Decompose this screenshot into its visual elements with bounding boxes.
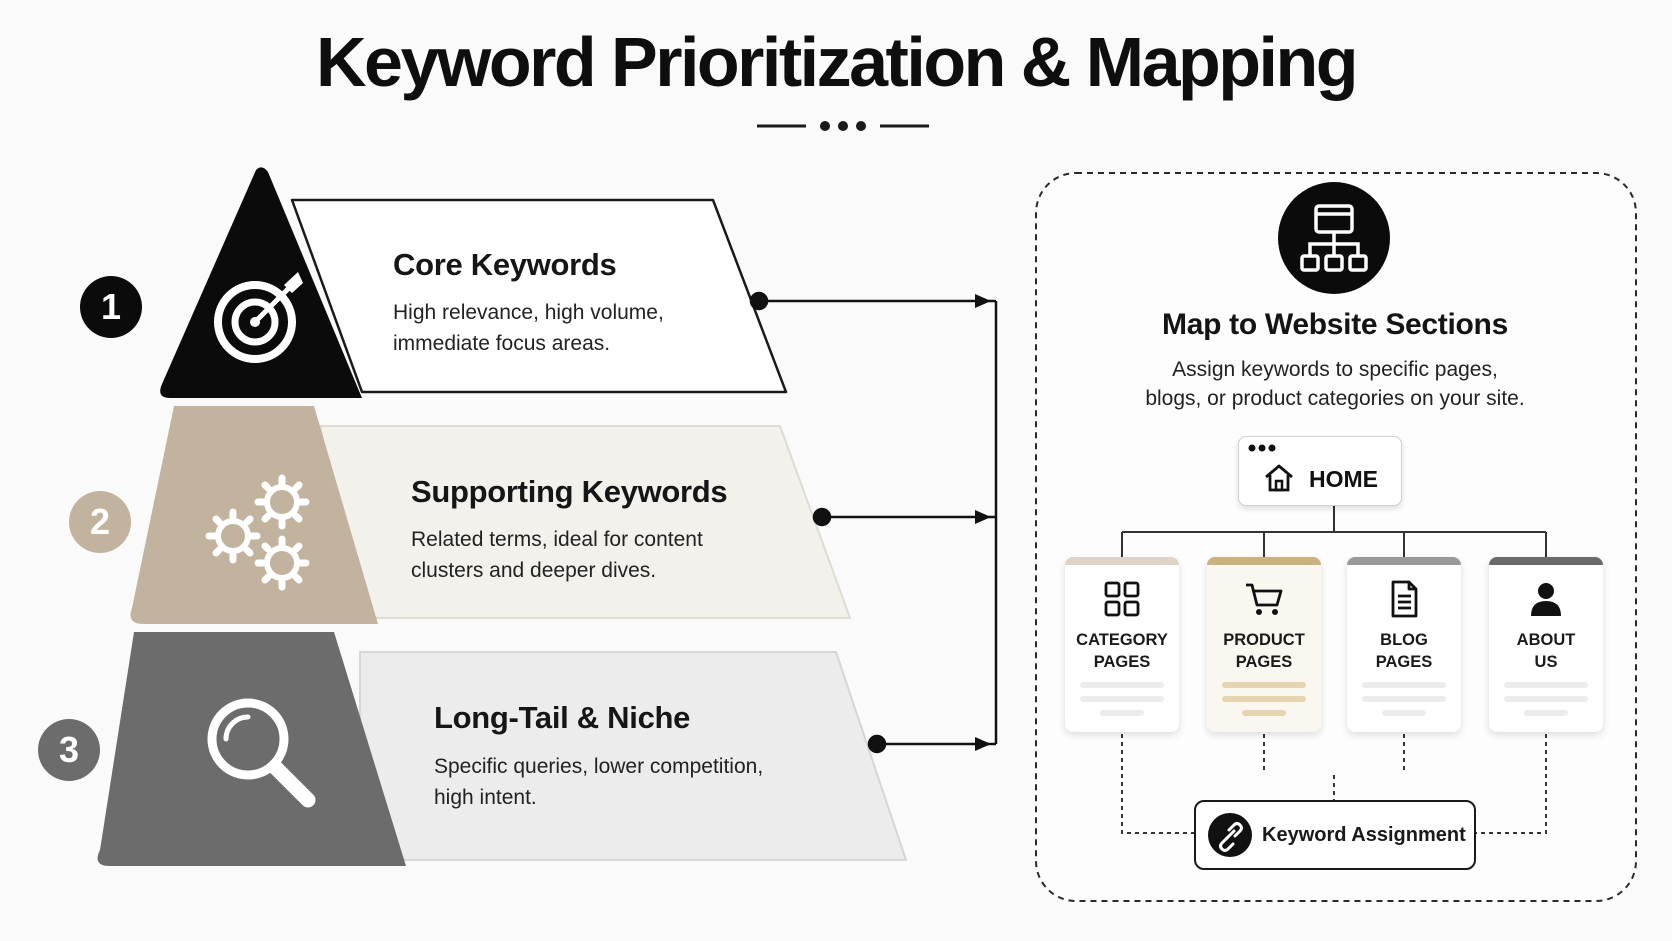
tier-3-title: Long-Tail & Niche [434, 700, 691, 735]
card-accent-bar [1065, 557, 1179, 565]
tier-2-band [319, 425, 851, 619]
gears-icon [205, 474, 310, 591]
home-label: HOME [1309, 466, 1378, 492]
person-icon [1531, 583, 1561, 616]
card-label-line-2: PAGES [1375, 653, 1433, 671]
tier-3-description: Specific queries, lower competition, hig… [434, 751, 814, 813]
home-node[interactable]: HOME [1238, 436, 1402, 506]
grid-icon [1104, 581, 1140, 617]
tier-1-band [290, 198, 788, 394]
placeholder-line [1382, 710, 1426, 716]
placeholder-line [1524, 710, 1568, 716]
page-title: Keyword Prioritization & Mapping [315, 23, 1359, 101]
placeholder-line [1242, 710, 1286, 716]
placeholder-line [1222, 696, 1306, 702]
keyword-assignment-label: Keyword Assignment [1262, 824, 1466, 846]
placeholder-line [1362, 682, 1446, 688]
card-accent-bar [1489, 557, 1603, 565]
card-accent-bar [1207, 557, 1321, 565]
tier-3-pyramid [97, 632, 407, 866]
sitemap-icon [1278, 182, 1390, 294]
card-label-line-1: BLOG [1380, 631, 1428, 649]
blog-pages-card[interactable]: BLOG PAGES [1347, 557, 1461, 732]
tier-2-pyramid [130, 406, 378, 624]
document-icon [1391, 580, 1418, 618]
tier-2-desc-line-2: clusters and deeper dives. [411, 559, 657, 582]
panel-title: Map to Website Sections [1162, 308, 1508, 341]
card-label: CATEGORY PAGES [1065, 629, 1179, 673]
search-icon [207, 698, 316, 808]
sitemap-tree-lines [1121, 505, 1547, 557]
tier-1-number-badge: 1 [80, 276, 142, 338]
cart-icon [1246, 583, 1283, 615]
card-accent-bar [1347, 557, 1461, 565]
placeholder-line [1100, 710, 1144, 716]
tier-1-title: Core Keywords [393, 247, 617, 282]
target-icon [214, 272, 303, 363]
placeholder-line [1080, 696, 1164, 702]
card-label-line-2: PAGES [1235, 653, 1293, 671]
card-label: ABOUT US [1489, 629, 1603, 673]
link-icon [1208, 813, 1252, 857]
product-pages-card[interactable]: PRODUCT PAGES [1207, 557, 1321, 732]
placeholder-line [1504, 682, 1588, 688]
card-label-line-2: US [1534, 653, 1558, 671]
tier-3-desc-line-1: Specific queries, lower competition, [434, 755, 764, 778]
tier-3-number-badge: 3 [38, 719, 100, 781]
tier-1-desc-line-2: immediate focus areas. [393, 332, 611, 355]
home-icon [1265, 464, 1293, 492]
category-pages-card[interactable]: CATEGORY PAGES [1065, 557, 1179, 732]
tier-2-description: Related terms, ideal for content cluster… [411, 524, 791, 586]
card-label-line-1: PRODUCT [1223, 631, 1305, 649]
panel-desc-line-2: blogs, or product categories on your sit… [1145, 387, 1525, 410]
tier-2-number-badge: 2 [69, 491, 131, 553]
placeholder-line [1222, 682, 1306, 688]
tier-2-desc-line-1: Related terms, ideal for content [411, 528, 703, 551]
card-label-line-1: ABOUT [1516, 631, 1576, 649]
card-label-line-2: PAGES [1093, 653, 1151, 671]
tier-connectors [749, 291, 998, 754]
placeholder-line [1080, 682, 1164, 688]
mapping-panel [1035, 172, 1637, 902]
card-label: BLOG PAGES [1347, 629, 1461, 673]
window-dots-icon [1248, 444, 1276, 452]
panel-description: Assign keywords to specific pages, blogs… [1100, 355, 1570, 413]
tier-1-description: High relevance, high volume, immediate f… [393, 297, 773, 359]
title-divider [757, 121, 929, 131]
placeholder-line [1504, 696, 1588, 702]
panel-desc-line-1: Assign keywords to specific pages, [1172, 358, 1498, 381]
about-us-card[interactable]: ABOUT US [1489, 557, 1603, 732]
tier-2-title: Supporting Keywords [411, 474, 728, 509]
tier-3-desc-line-2: high intent. [434, 786, 537, 809]
assignment-dashed-lines [1121, 734, 1547, 834]
keyword-assignment-box[interactable]: Keyword Assignment [1194, 800, 1476, 870]
tier-1-desc-line-1: High relevance, high volume, [393, 301, 664, 324]
card-label-line-1: CATEGORY [1076, 631, 1168, 649]
placeholder-line [1362, 696, 1446, 702]
card-label: PRODUCT PAGES [1207, 629, 1321, 673]
